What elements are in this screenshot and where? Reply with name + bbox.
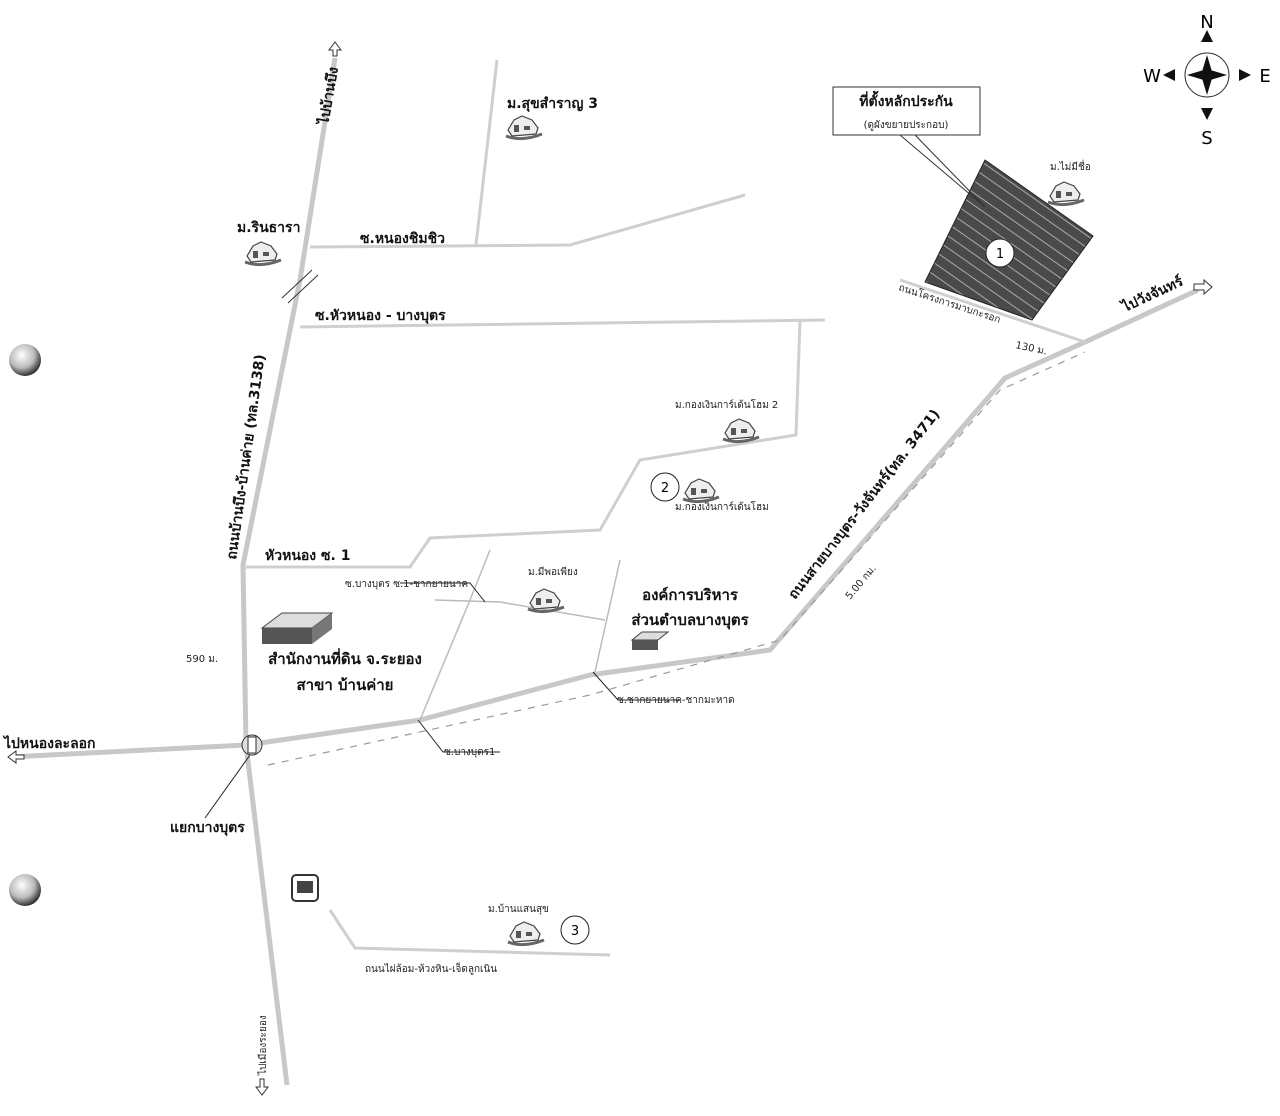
label-phai-lom-road: ถนนไผ่ล้อม-ห้วงหิน-เจ็ดลูกเนิน <box>365 961 497 975</box>
marker-1[interactable]: 1 <box>985 238 1015 268</box>
label-land-office-line2: สาขา บ้านค่าย <box>297 676 394 694</box>
label-rintara: ม.รินธารา <box>237 220 300 236</box>
svg-text:W: W <box>1143 66 1161 87</box>
arrow-east-icon <box>1193 278 1213 296</box>
village-icon <box>721 417 761 444</box>
svg-text:1: 1 <box>996 247 1004 262</box>
label-sao-line2: ส่วนตำบลบางบุตร <box>631 611 749 630</box>
leader-line <box>592 671 680 701</box>
label-sao-line1: องค์การบริหาร <box>642 586 739 604</box>
label-soi-bang-but-chak: ซ.บางบุตร ซ.1-ชากยายนาค <box>345 579 468 590</box>
traffic-light-icon <box>241 734 263 756</box>
callout-pointer <box>899 134 986 208</box>
leader-line <box>417 719 500 753</box>
highway-3471 <box>9 287 1200 760</box>
svg-text:3: 3 <box>571 924 579 939</box>
distance-5km: 5.00 กม. <box>844 563 879 602</box>
label-main-road: ถนนบ้านบึง-บ้านค่าย (ทล.3138) <box>223 353 269 560</box>
map-ta-phut-road <box>899 278 1086 344</box>
leader-line <box>400 582 486 603</box>
lane-b <box>594 559 621 673</box>
land-office-icon <box>260 612 334 644</box>
label-mi-pho-phiang: ม.มีพอเพียง <box>528 566 578 578</box>
north-lane <box>474 59 499 246</box>
village-icon <box>243 240 283 267</box>
svg-text:E: E <box>1259 66 1270 87</box>
bank-icon <box>291 874 319 902</box>
sao-office-icon <box>630 631 670 650</box>
phai-lom-road <box>328 909 611 957</box>
svg-text:S: S <box>1201 128 1212 149</box>
village-icon <box>506 920 546 947</box>
label-to-nong-la-lok: ไปหนองละลอก <box>2 734 96 752</box>
leader-line <box>204 754 251 819</box>
bridge-icon <box>281 269 319 304</box>
label-soi-nong-chim-chiu: ซ.หนองชิมชิว <box>360 231 445 247</box>
callout-subtitle: (ดูผังขยายประกอบ) <box>864 120 949 131</box>
distance-130m: 130 ม. <box>1014 340 1048 357</box>
label-land-office-line1: สำนักงานที่ดิน จ.ระยอง <box>268 648 422 668</box>
arrow-south-icon <box>255 1078 269 1096</box>
label-ban-saen-suk: ม.บ้านแสนสุข <box>488 903 549 915</box>
label-kong-ngoen: ม.กองเงินการ์เด้นโฮม <box>675 500 769 513</box>
callout-title: ที่ตั้งหลักประกัน <box>859 90 953 110</box>
arrow-north-icon <box>328 41 342 57</box>
svg-text:N: N <box>1200 12 1213 33</box>
label-hua-nong-soi-1: หัวหนอง ซ. 1 <box>265 548 350 564</box>
marker-3[interactable]: 3 <box>560 915 590 945</box>
hua-nong-soi-1 <box>246 319 802 569</box>
village-icon <box>526 587 566 614</box>
lane-c <box>434 599 606 621</box>
label-no-name-village: ม.ไม่มีชื่อ <box>1050 159 1091 173</box>
arrow-west-icon <box>7 750 25 764</box>
callout-box <box>832 86 981 136</box>
svg-text:2: 2 <box>661 481 669 496</box>
label-soi-hua-nong: ซ.หัวหนอง - บางบุตร <box>315 308 446 324</box>
compass-icon: N S E W <box>1143 12 1271 149</box>
label-to-ban-bueng: ไปบ้านบึง <box>314 65 342 127</box>
lane-a <box>419 549 491 721</box>
sphere-icon <box>9 874 41 906</box>
village-icon <box>681 477 721 504</box>
soi-nong-chim-chiu <box>309 193 746 249</box>
soi-hua-nong-bang-but <box>299 318 826 329</box>
marker-2[interactable]: 2 <box>650 472 680 502</box>
village-icon <box>504 114 544 141</box>
main-road <box>240 57 338 1086</box>
village-icon <box>1046 180 1086 207</box>
label-soi-chak-yai-nak: ซ.ชากยายนาค-ชากมะหาด <box>617 695 735 706</box>
label-to-mueang-rayong: ไปเมืองระยอง <box>257 1015 269 1076</box>
label-soi-bang-but-1: ซ.บางบุตร1 <box>444 747 495 758</box>
distance-590m: 590 ม. <box>186 654 218 665</box>
collateral-plot[interactable] <box>924 159 1094 321</box>
label-kong-ngoen-2: ม.กองเงินการ์เด้นโฮม 2 <box>675 398 778 411</box>
label-junction: แยกบางบุตร <box>170 820 245 836</box>
label-suk-samran-3: ม.สุขสำราญ 3 <box>507 96 598 112</box>
sphere-icon <box>9 344 41 376</box>
